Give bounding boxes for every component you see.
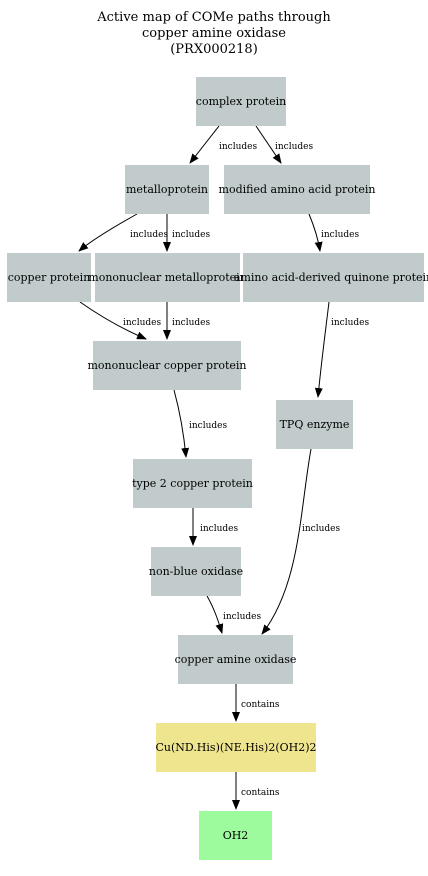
node-tpq-enzyme: TPQ enzyme (276, 400, 353, 449)
node-mononuclear-copper-protein: mononuclear copper protein (87, 341, 247, 390)
edge-nonblue-to-cao (206, 595, 224, 634)
label-metallo-to-mononuclear: includes (172, 230, 210, 240)
edge-complex-to-metalloprotein (189, 125, 220, 164)
title-line-1: Active map of COMe paths through (97, 10, 331, 25)
node-modified-amino-acid-protein: modified amino acid protein (219, 165, 375, 214)
label-mononuclear-copper-to-type2: includes (189, 421, 227, 431)
label-modified-to-quinone: includes (321, 230, 359, 240)
edge-copper-to-mononuclear-copper (79, 301, 147, 340)
node-mononuclear-metalloprotein: mononuclear metalloprotein (88, 253, 247, 302)
edge-complex-to-modified (255, 125, 282, 164)
edge-mononuclear-copper-to-type2 (173, 389, 190, 458)
node-non-blue-oxidase: non-blue oxidase (149, 547, 243, 596)
edge-tpq-to-cao (261, 448, 312, 635)
label-mononuclear-to-mononuclear-copper: includes (172, 318, 210, 328)
label-tpq-to-cao: includes (302, 524, 340, 534)
label-quinone-to-tpq: includes (331, 318, 369, 328)
diagram-title: Active map of COMe paths through copper … (0, 10, 428, 58)
node-copper-protein: copper protein (7, 253, 91, 302)
label-metallo-to-copper: includes (130, 230, 168, 240)
node-cu-site: Cu(ND.His)(NE.His)2(OH2)2 (155, 723, 317, 772)
label-type2-to-nonblue: includes (200, 524, 238, 534)
label-complex-to-modified: includes (275, 142, 313, 152)
label-complex-to-metallo: includes (219, 142, 257, 152)
label-nonblue-to-cao: includes (223, 612, 261, 622)
node-type-2-copper-protein: type 2 copper protein (132, 459, 253, 508)
node-oh2: OH2 (199, 811, 272, 860)
label-cu-to-oh2: contains (241, 788, 280, 798)
label-cao-to-cu: contains (241, 700, 280, 710)
node-complex-protein: complex protein (196, 77, 286, 126)
node-amino-acid-derived-quinone-protein: amino acid-derived quinone protein (234, 253, 428, 302)
node-copper-amine-oxidase: copper amine oxidase (175, 635, 296, 684)
title-line-3: (PRX000218) (170, 42, 258, 57)
node-metalloprotein: metalloprotein (125, 165, 209, 214)
edge-modified-to-quinone (308, 213, 323, 252)
edge-metallo-to-copper (78, 213, 138, 252)
label-copper-to-mononuclear-copper: includes (123, 318, 161, 328)
edge-quinone-to-tpq (314, 301, 330, 398)
title-line-2: copper amine oxidase (142, 26, 286, 41)
